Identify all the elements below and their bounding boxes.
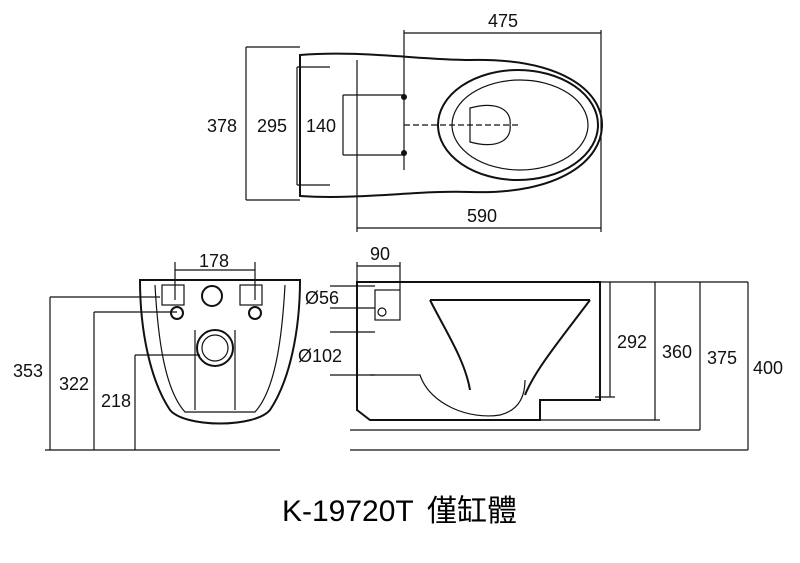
front-view: 178 353 322 218 (13, 251, 302, 451)
dim-590: 590 (467, 206, 497, 226)
dim-140: 140 (306, 116, 336, 136)
dim-90: 90 (370, 244, 390, 264)
dim-292: 292 (617, 332, 647, 352)
dim-218: 218 (101, 391, 131, 411)
dim-295: 295 (257, 116, 287, 136)
front-view-outline (138, 279, 302, 425)
dim-475: 475 (488, 11, 518, 31)
model-number: K-19720T (282, 495, 414, 528)
side-view: 90 Ø56 Ø102 292 360 375 400 (298, 244, 783, 451)
model-description: 僅缸體 (427, 495, 517, 528)
dim-d56: Ø56 (305, 288, 339, 308)
top-view-outline (299, 52, 604, 198)
dim-322: 322 (59, 374, 89, 394)
top-view: 475 590 378 295 140 (207, 11, 604, 232)
dim-353: 353 (13, 361, 43, 381)
dim-360: 360 (662, 342, 692, 362)
seat-outline (437, 69, 599, 181)
side-view-outline (356, 281, 601, 421)
dim-178: 178 (199, 251, 229, 271)
bowl-opening (469, 104, 511, 146)
dim-d102: Ø102 (298, 346, 342, 366)
dim-375: 375 (707, 348, 737, 368)
dim-400: 400 (753, 358, 783, 378)
dim-378: 378 (207, 116, 237, 136)
